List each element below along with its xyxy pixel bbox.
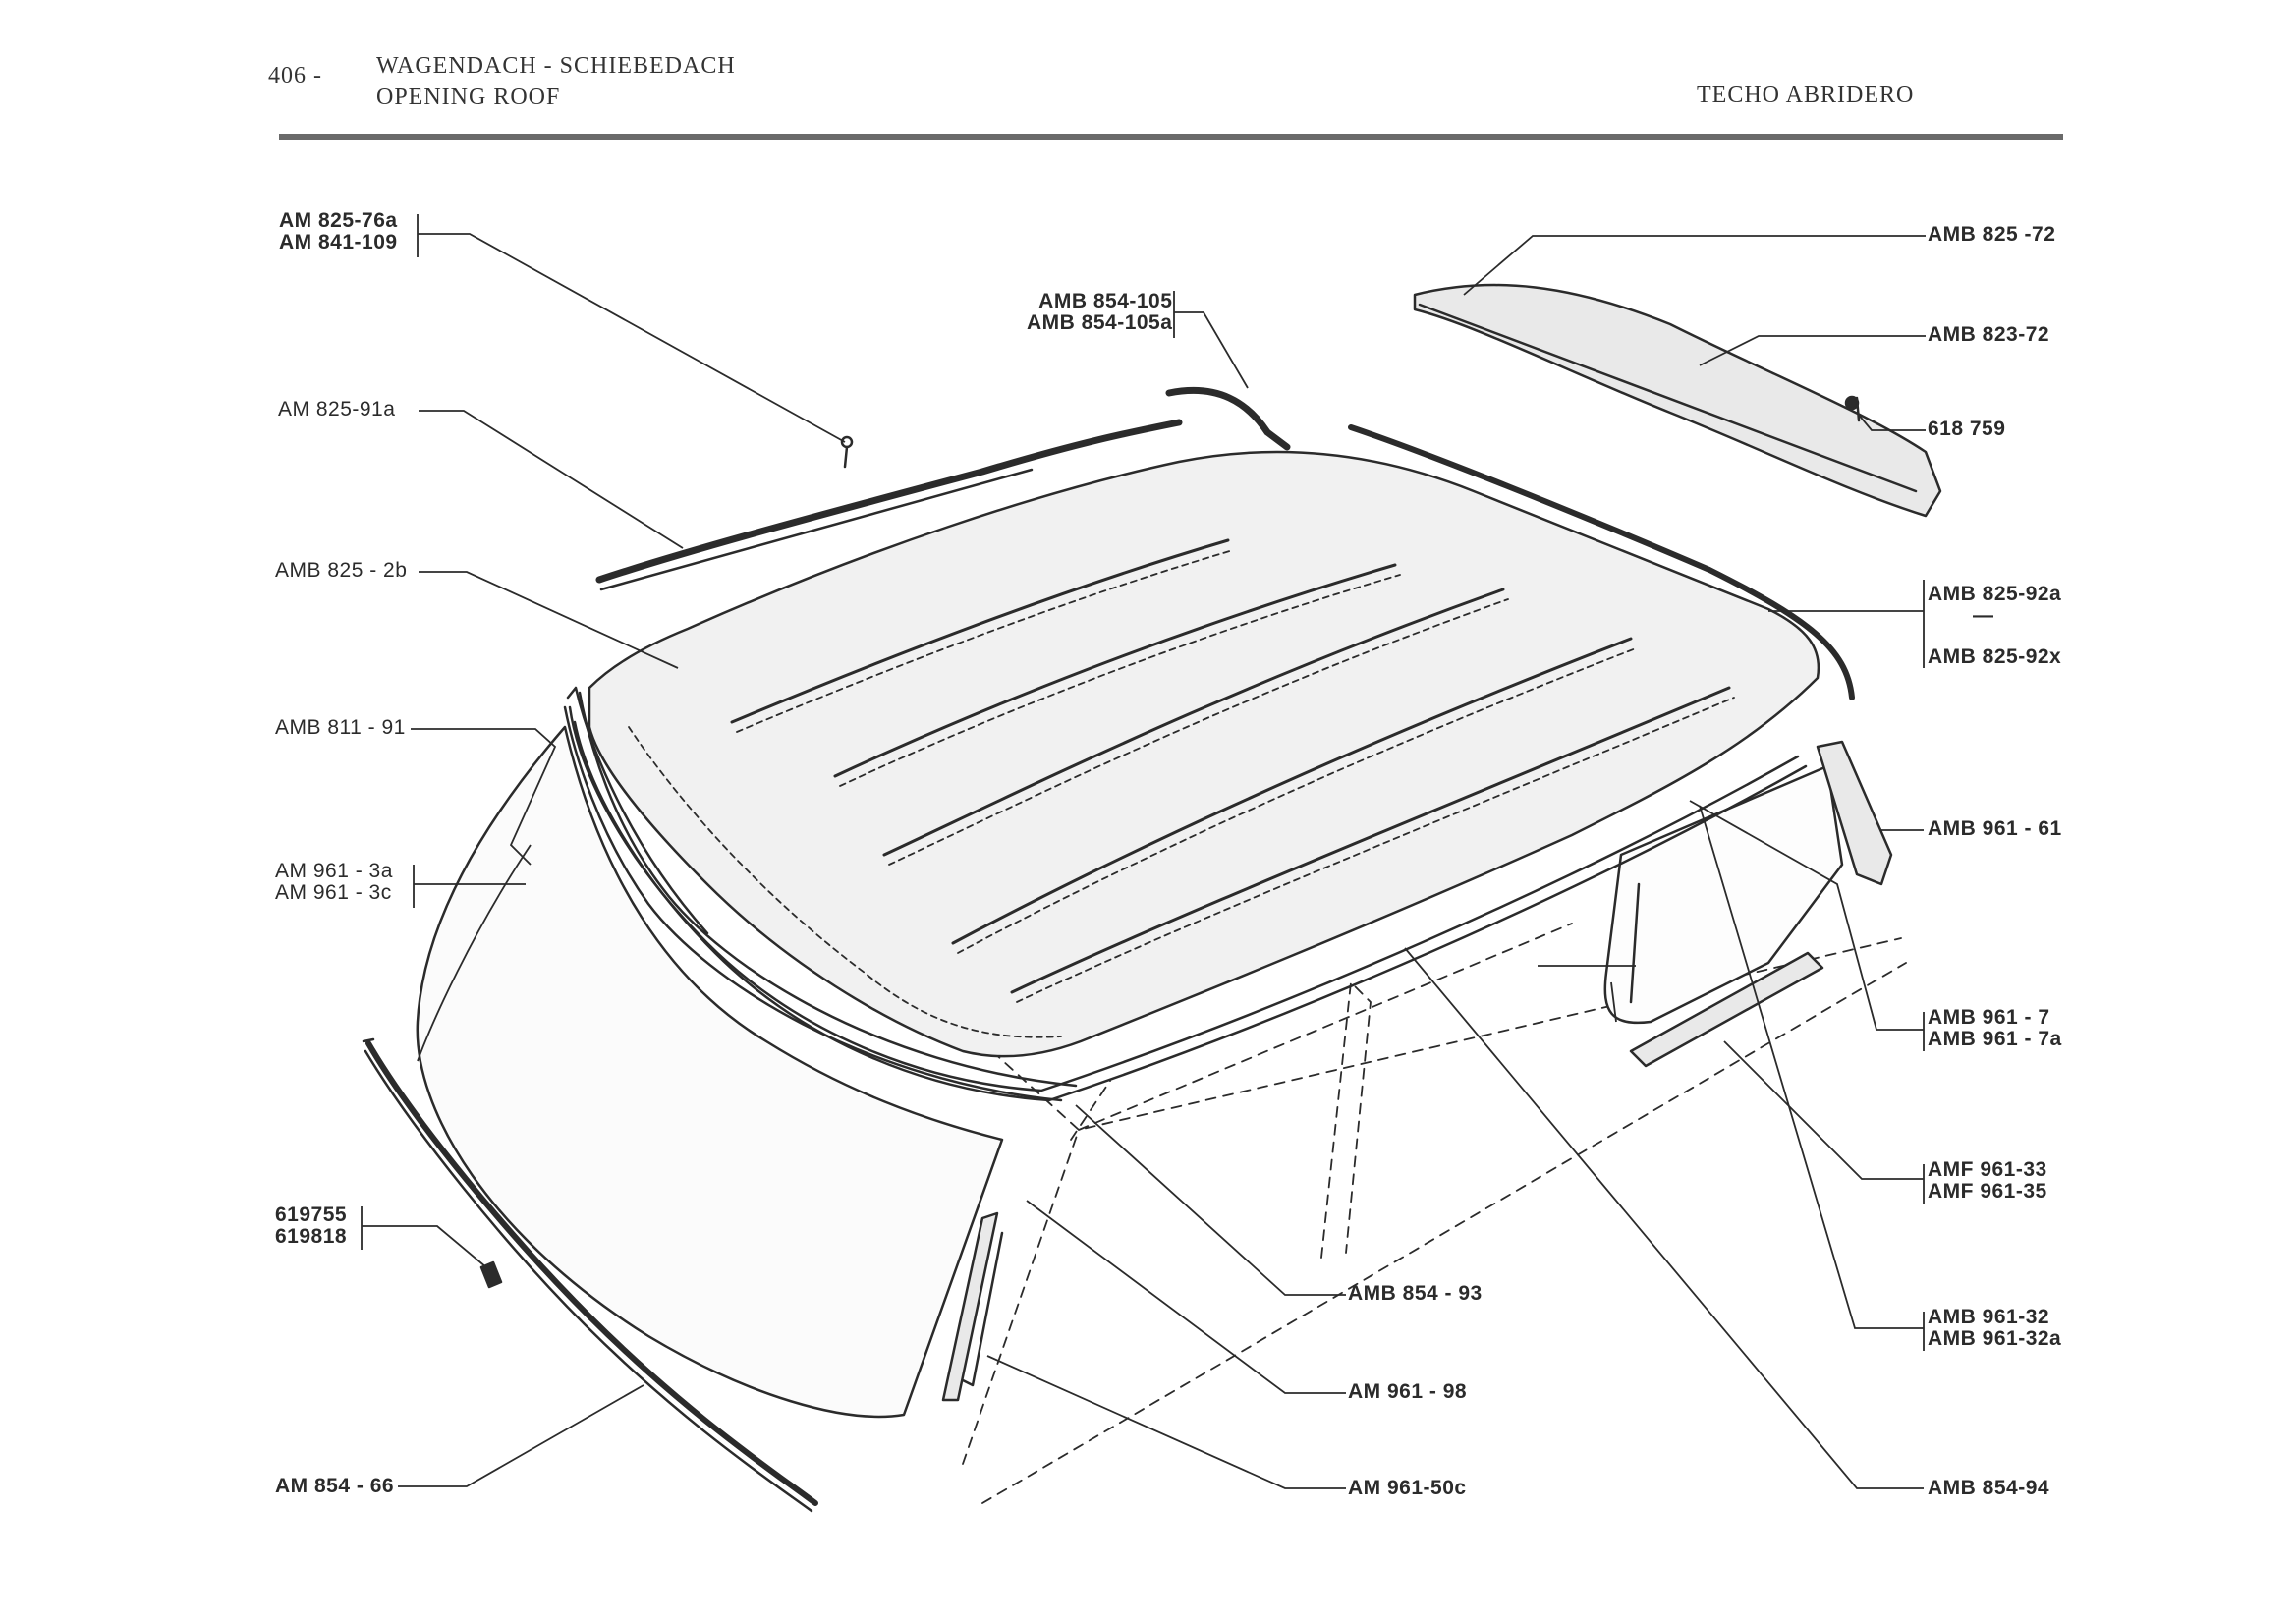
label-am961-3a: AM 961 - 3a: [275, 860, 393, 882]
label-am961-98: AM 961 - 98: [1348, 1380, 1468, 1403]
label-amb961-7: AMB 961 - 7: [1928, 1006, 2050, 1029]
label-clip-group: 619755 619818: [275, 1204, 347, 1248]
label-amb825-92x: AMB 825-92x: [1928, 645, 2062, 668]
title-german: WAGENDACH - SCHIEBEDACH: [376, 53, 736, 79]
label-amb961-7a: AMB 961 - 7a: [1928, 1028, 2062, 1050]
windscreen-glass: [416, 725, 1004, 1419]
label-amb811-91: AMB 811 - 91: [275, 716, 406, 739]
label-am841-109: AM 841-109: [279, 231, 398, 253]
side-rail: [1348, 424, 1855, 700]
label-amb854-93: AMB 854 - 93: [1348, 1282, 1483, 1305]
label-amb825-72: AMB 825 -72: [1928, 223, 2056, 246]
label-amb961-32: AMB 961-32: [1928, 1306, 2050, 1328]
roof-panel: [588, 450, 1820, 1058]
quarter-glass: [1603, 764, 1844, 1025]
page-number: 406 -: [268, 63, 322, 88]
roof-rib-stitching: [628, 549, 1735, 1038]
label-amb854-105: AMB 854-105: [1038, 290, 1173, 312]
rear-pillar-seal: [1816, 740, 1893, 886]
drip-moulding: [566, 686, 709, 935]
roof-ribs: [730, 538, 1731, 994]
front-rail: [595, 419, 1183, 584]
label-618759: 618 759: [1928, 418, 2006, 440]
label-619818: 619818: [275, 1225, 348, 1248]
label-am961-50c: AM 961-50c: [1348, 1477, 1467, 1499]
label-amb961-61: AMB 961 - 61: [1928, 817, 2062, 840]
header-rule: [279, 134, 2063, 140]
label-dash: —: [1973, 604, 1994, 627]
label-amb961-32a: AMB 961-32a: [1928, 1327, 2062, 1350]
label-am825-91a: AM 825-91a: [278, 398, 396, 420]
windscreen-lower-seal: [365, 1040, 818, 1506]
front-seal-curved: [1165, 386, 1291, 451]
label-amb825-92-group: AMB 825-92a — AMB 825-92x: [1928, 584, 2061, 668]
label-amb823-72: AMB 823-72: [1928, 323, 2050, 346]
label-619755: 619755: [275, 1204, 348, 1226]
label-amf961-33: AMF 961-33: [1928, 1158, 2047, 1181]
leader-lines: [361, 214, 1926, 1489]
label-am961-3-group: AM 961 - 3a AM 961 - 3c: [275, 861, 393, 904]
label-am825-76a: AM 825-76a: [279, 209, 398, 232]
lower-window-strip: [1629, 951, 1824, 1068]
label-am825-76a-group: AM 825-76a AM 841-109: [279, 210, 398, 253]
title-english: OPENING ROOF: [376, 84, 561, 110]
windscreen-frame: [563, 705, 1063, 1102]
label-amb961-32-group: AMB 961-32 AMB 961-32a: [1928, 1307, 2061, 1350]
label-am961-3c: AM 961 - 3c: [275, 881, 392, 904]
label-amf961-35: AMF 961-35: [1928, 1180, 2047, 1203]
label-amb961-7-group: AMB 961 - 7 AMB 961 - 7a: [1928, 1007, 2062, 1050]
label-amb854-105-group: AMB 854-105 AMB 854-105a: [1027, 291, 1172, 334]
label-amb854-105a: AMB 854-105a: [1027, 311, 1173, 334]
title-spanish: TECHO ABRIDERO: [1697, 83, 1915, 108]
label-amb825-2b: AMB 825 - 2b: [275, 559, 408, 582]
a-pillar-seal: [941, 1211, 999, 1402]
bolt-618759: [1855, 396, 1861, 422]
label-amb854-94: AMB 854-94: [1928, 1477, 2050, 1499]
label-amf961-group: AMF 961-33 AMF 961-35: [1928, 1159, 2047, 1203]
label-am854-66: AM 854 - 66: [275, 1475, 395, 1497]
clip-619755: [479, 1260, 503, 1289]
label-amb825-92a: AMB 825-92a: [1928, 583, 2062, 605]
